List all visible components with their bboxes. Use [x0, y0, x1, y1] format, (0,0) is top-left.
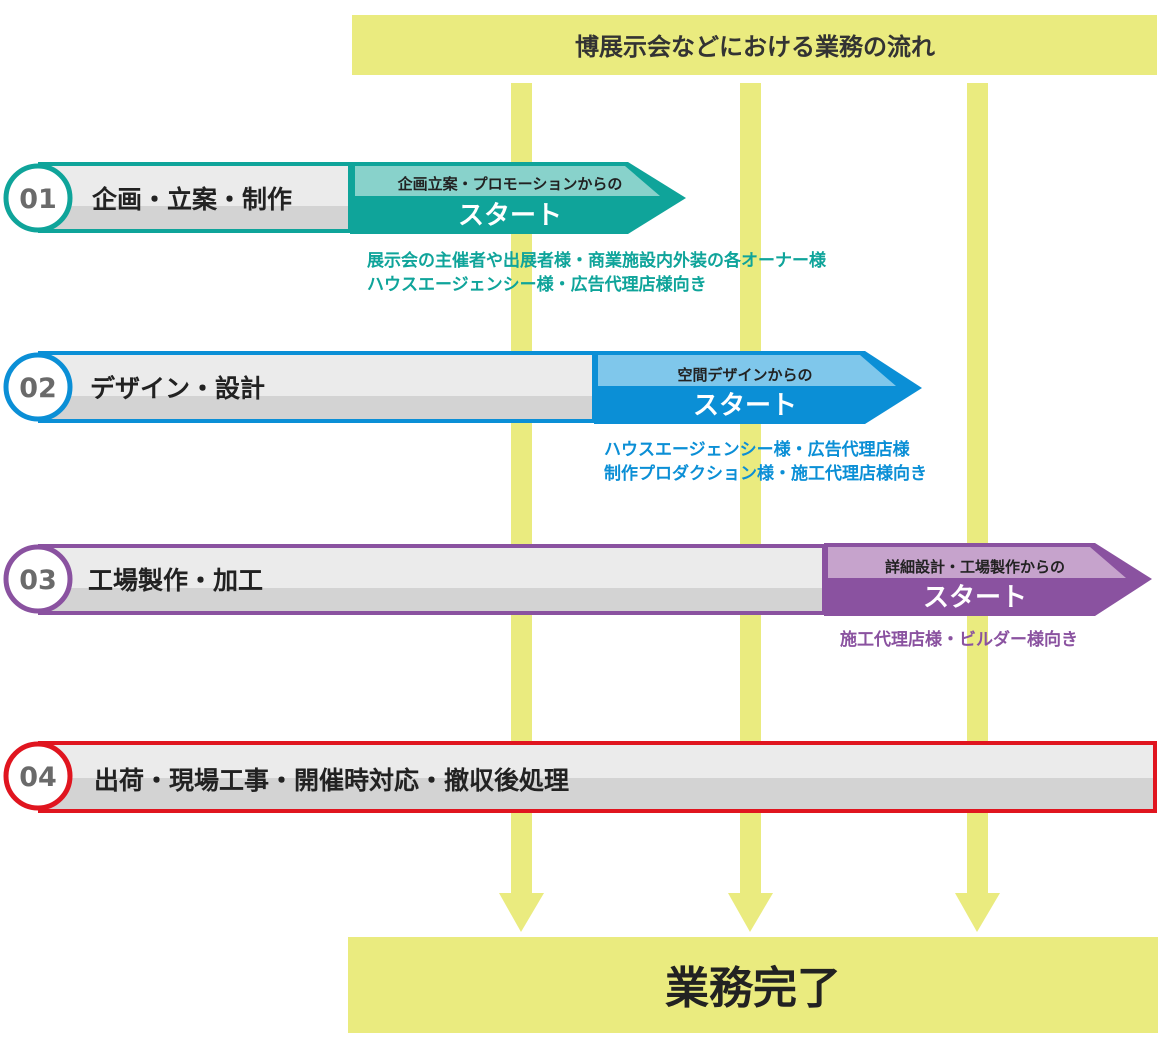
stage-01-number: 01 — [19, 184, 57, 215]
stage-04-number: 04 — [19, 762, 57, 793]
stage-03-start-arrow: 詳細設計・工場製作からの スタート — [824, 543, 1152, 616]
stage-03-number-badge: 03 — [3, 544, 73, 614]
stage-01-target-line-1: 展示会の主催者や出展者様・商業施設内外装の各オーナー様 — [367, 250, 827, 271]
stage-02-target-line-1: ハウスエージェンシー様・広告代理店様 — [604, 439, 911, 460]
stage-03-label: 工場製作・加工 — [88, 566, 263, 595]
stage-01-target-line-2: ハウスエージェンシー様・広告代理店様向き — [367, 274, 707, 295]
flow-arrow-2 — [728, 83, 773, 932]
completion-box-bg — [348, 937, 1158, 1033]
header-banner: 博展示会などにおける業務の流れ — [352, 15, 1157, 75]
stage-04-number-badge: 04 — [3, 741, 73, 811]
stage-01-label: 企画・立案・制作 — [92, 185, 292, 214]
header-title: 博展示会などにおける業務の流れ — [575, 33, 935, 61]
stage-01: 企画立案・プロモーションからの スタート 01 企画・立案・制作 展示会の主催者… — [3, 162, 827, 295]
stage-02-start-sub: 空間デザインからの — [677, 366, 812, 384]
stage-04: 04 出荷・現場工事・開催時対応・撤収後処理 — [3, 741, 1157, 813]
stage-01-start-sub: 企画立案・プロモーションからの — [397, 175, 623, 193]
stage-02: 空間デザインからの スタート 02 デザイン・設計 ハウスエージェンシー様・広告… — [3, 351, 927, 484]
stage-01-number-badge: 01 — [3, 163, 73, 233]
completion-box: 業務完了 — [348, 937, 1158, 1033]
stage-02-bar — [38, 351, 596, 423]
stage-01-bar — [38, 162, 352, 233]
stage-04-label: 出荷・現場工事・開催時対応・撤収後処理 — [94, 766, 569, 795]
stage-02-label: デザイン・設計 — [90, 374, 265, 403]
stage-02-number: 02 — [19, 373, 57, 404]
stage-03-start-main: スタート — [923, 583, 1027, 613]
stage-02-number-badge: 02 — [3, 352, 73, 422]
stage-01-start-main: スタート — [458, 201, 562, 231]
stage-02-start-main: スタート — [693, 391, 797, 421]
stage-04-bar — [38, 741, 1157, 813]
stage-02-target-line-2: 制作プロダクション様・施工代理店様向き — [604, 463, 927, 484]
flow-arrow-3 — [955, 83, 1000, 932]
stage-03-target-line-1: 施工代理店様・ビルダー様向き — [840, 629, 1078, 650]
stage-02-start-arrow: 空間デザインからの スタート — [594, 351, 922, 424]
stage-01-start-arrow: 企画立案・プロモーションからの スタート — [350, 162, 686, 234]
flow-arrows — [499, 83, 1000, 932]
stage-03-start-sub: 詳細設計・工場製作からの — [885, 558, 1065, 576]
stage-03-number: 03 — [19, 565, 57, 596]
stage-03: 詳細設計・工場製作からの スタート 03 工場製作・加工 施工代理店様・ビルダー… — [3, 543, 1152, 650]
header-banner-bg — [352, 15, 1157, 75]
flow-arrow-1 — [499, 83, 544, 932]
completion-label: 業務完了 — [665, 963, 841, 1014]
